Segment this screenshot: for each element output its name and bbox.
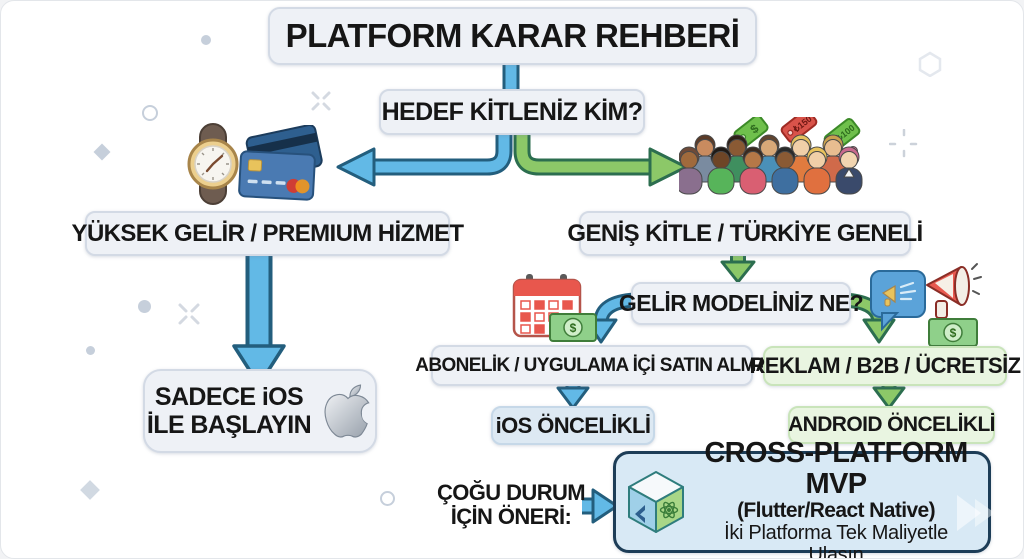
note-line1: ÇOĞU DURUM: [437, 480, 586, 505]
deco-dot: [138, 300, 151, 313]
deco-hexagon: [918, 51, 942, 77]
money-symbol: $: [570, 321, 577, 335]
person: [803, 146, 831, 195]
watch-icon: [187, 123, 239, 205]
premium-branch-box: YÜKSEK GELİR / PREMIUM HİZMET: [72, 211, 464, 256]
deco-circle: [380, 491, 395, 506]
subscription-path-box: ABONELİK / UYGULAMA İÇİ SATIN ALMA: [415, 345, 769, 386]
person: [679, 146, 703, 195]
deco-dot: [86, 346, 95, 355]
ios-only-line1: SADECE iOS: [154, 382, 304, 411]
ios-only-label: SADECE iOS İLE BAŞLAYIN: [146, 382, 312, 439]
free-path-box: REKLAM / B2B / ÜCRETSİZ: [750, 346, 1021, 386]
ios-only-result-box: SADECE iOS İLE BAŞLAYIN: [143, 369, 377, 453]
mass-branch-box: GENİŞ KİTLE / TÜRKİYE GENELİ: [567, 211, 923, 256]
cross-platform-tagline: İki Platforma Tek Maliyetle Ulaşın: [724, 522, 948, 559]
mass-branch-arrow: [513, 127, 688, 187]
cross-platform-title: CROSS-PLATFORM MVP: [704, 436, 968, 501]
deco-x-mark: [178, 303, 200, 325]
recommendation-note: ÇOĞU DURUM İÇİN ÖNERİ:: [437, 480, 586, 530]
deco-dot: [201, 35, 211, 45]
deco-x-mark: [311, 91, 331, 111]
loud-megaphone: [926, 263, 982, 319]
premium-branch-arrow: [336, 127, 513, 187]
calendar-icon: $: [512, 274, 597, 342]
cross-platform-subtitle: (Flutter/React Native): [736, 499, 936, 523]
android-result-box: ANDROID ÖNCELİKLİ: [788, 406, 996, 444]
money-bill-icon: $: [928, 318, 978, 347]
person: [835, 146, 863, 195]
deco-circle: [142, 105, 158, 121]
premium-down-arrow: [232, 253, 286, 387]
person: [739, 146, 767, 195]
crowd-icon: $ ₺150 ₺100: [679, 117, 863, 195]
chevron-right-icon: [957, 495, 995, 531]
cross-platform-text: CROSS-PLATFORM MVP (Flutter/React Native…: [696, 436, 976, 559]
note-line2: İÇİN ÖNERİ:: [450, 504, 572, 530]
price-tag-150-icon: ₺150: [780, 117, 818, 143]
apple-logo-icon: [324, 384, 374, 438]
money-symbol: $: [950, 326, 957, 340]
chat-bubble-icon: [870, 270, 926, 332]
person: [707, 146, 735, 195]
ios-result-box: iOS ÖNCELİKLİ: [491, 406, 655, 445]
person: [771, 146, 799, 195]
page-title: PLATFORM KARAR REHBERİ: [268, 7, 757, 65]
deco-crosshair: [889, 129, 919, 159]
revenue-question-box: GELİR MODELİNİZ NE?: [619, 282, 864, 325]
flutter-react-cube-icon: [628, 471, 684, 533]
ios-only-line2: İLE BAŞLAYIN: [146, 411, 312, 439]
cross-platform-result-box: CROSS-PLATFORM MVP (Flutter/React Native…: [613, 437, 991, 558]
megaphone-icon: $: [870, 263, 982, 347]
credit-cards-icon: [238, 125, 323, 201]
audience-question-box: HEDEF KİTLENİZ KİM?: [379, 89, 645, 135]
money-bill-icon: $: [549, 313, 597, 342]
recommendation-arrow: [582, 488, 619, 524]
